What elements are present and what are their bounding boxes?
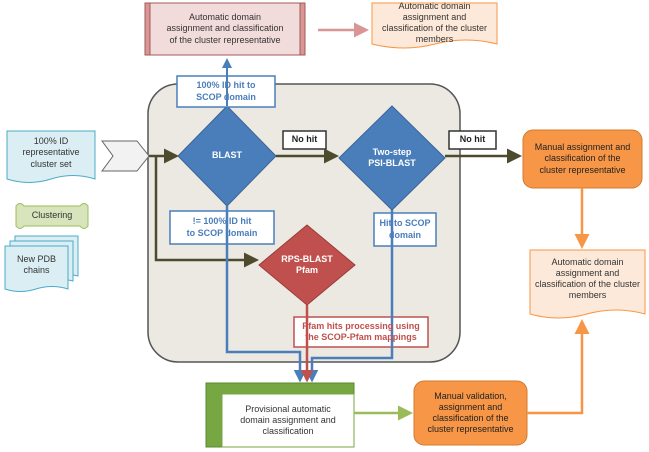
blast-label: BLAST: [212, 150, 242, 161]
hit-100-top-label: 100% ID hit to SCOP domain: [196, 80, 256, 102]
psi-blast-label: Two-step PSI-BLAST: [368, 146, 416, 168]
top-right-doc-label: Automatic domain assignment and classifi…: [381, 0, 488, 45]
input-doc-label: 100% ID representative cluster set: [22, 136, 80, 169]
not-100-hit-label: != 100% ID hit to SCOP domain: [186, 216, 258, 238]
hit-scop-label: Hit to SCOP domain: [379, 218, 431, 240]
no-hit-1-label: No hit: [291, 134, 318, 145]
manual-validation-label: Manual validation, assignment and classi…: [427, 390, 514, 435]
new-pdb-label: New PDB chains: [16, 253, 56, 275]
manual-assign-label: Manual assignment and classification of …: [534, 142, 631, 175]
new-pdb-shape: [4, 245, 69, 292]
rps-blast-label: RPS-BLAST Pfam: [281, 253, 333, 275]
top-right-doc-shape: [371, 2, 498, 49]
pfam-processing-label: Pfam hits processing using the SCOP-Pfam…: [302, 320, 420, 342]
top-pink-box-label: Automatic domain assignment and classifi…: [166, 12, 284, 45]
no-hit-2-label: No hit: [459, 134, 486, 145]
clustering-label: Clustering: [31, 210, 73, 221]
right-doc-shape: [529, 249, 646, 319]
clustering-shape: [15, 203, 89, 229]
provisional-label: Provisional automatic domain assignment …: [240, 403, 336, 437]
right-doc-label: Automatic domain assignment and classifi…: [534, 256, 641, 301]
input-doc-shape: [6, 130, 96, 183]
input-chevron: [101, 140, 150, 172]
